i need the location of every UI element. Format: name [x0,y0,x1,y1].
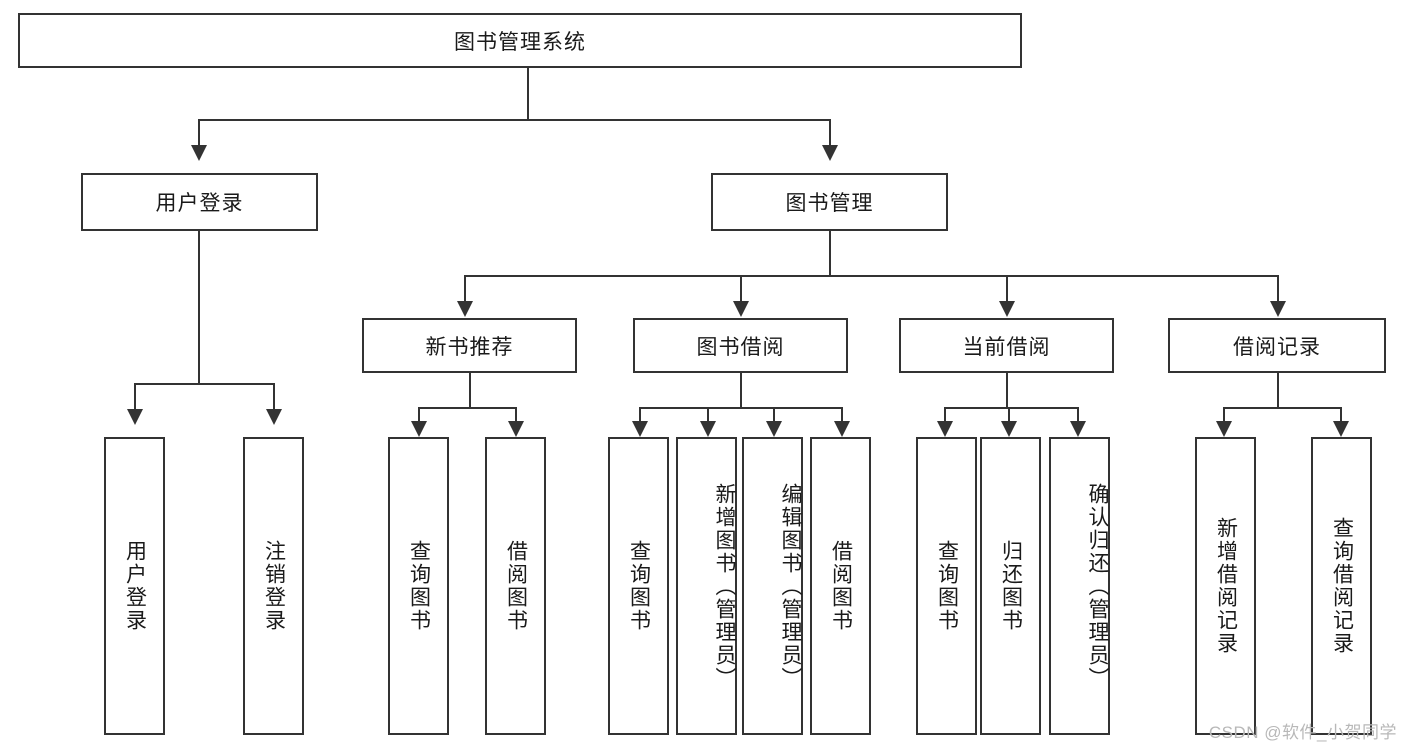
arrow-bb-leaf-4 [834,421,850,437]
node-label: 图书管理 [785,192,874,215]
node-label: 当前借阅 [962,335,1051,359]
edge-bm-to-current-borrow [1006,275,1008,303]
edge-cb-to-leaf-1 [944,407,946,425]
arrow-bb-leaf-1 [632,421,648,437]
node-borrow-record[interactable]: 借阅记录 [1168,318,1386,373]
edge-book-borrow-stem [740,373,742,407]
node-label: 借阅记录 [1233,335,1321,359]
edge-cb-to-leaf-3 [1077,407,1079,425]
node-book-borrow[interactable]: 图书借阅 [633,318,848,373]
edge-cb-to-leaf-2 [1008,407,1010,425]
arrow-bb-leaf-2 [700,421,716,437]
leaf-borrow-book-recommend[interactable]: 借阅图书 [485,437,546,735]
edge-root-to-book-management [829,119,831,147]
node-label: 编辑图书（管理员） [779,482,802,690]
leaf-edit-book-admin[interactable]: 编辑图书（管理员） [742,437,803,735]
arrow-to-user-login [191,145,207,161]
node-root-book-management-system[interactable]: 图书管理系统 [18,13,1022,68]
node-label: 确认归还（管理员） [1086,482,1109,690]
node-book-management[interactable]: 图书管理 [711,173,948,231]
edge-bb-to-leaf-2 [707,407,709,425]
leaf-query-borrow-record[interactable]: 查询借阅记录 [1311,437,1372,735]
node-label: 图书借阅 [696,335,785,359]
arrow-cb-leaf-1 [937,421,953,437]
edge-bb-to-leaf-1 [639,407,641,425]
node-new-book-recommend[interactable]: 新书推荐 [362,318,577,373]
arrow-nb-leaf-1 [411,421,427,437]
edge-user-login-bar [134,383,274,385]
arrow-br-leaf-2 [1333,421,1349,437]
edge-current-borrow-bar [944,407,1078,409]
edge-bm-to-borrow-record [1277,275,1279,303]
leaf-query-book-current[interactable]: 查询图书 [916,437,977,735]
edge-book-borrow-bar [639,407,842,409]
leaf-user-login[interactable]: 用户登录 [104,437,165,735]
node-label: 查询图书 [627,540,651,632]
arrow-cb-leaf-2 [1001,421,1017,437]
node-current-borrow[interactable]: 当前借阅 [899,318,1114,373]
arrow-to-leaf-user-login [127,409,143,425]
arrow-br-leaf-1 [1216,421,1232,437]
node-label: 用户登录 [123,540,147,632]
arrow-to-book-management [822,145,838,161]
edge-book-management-bar [464,275,1277,277]
edge-book-management-stem [829,231,831,275]
arrow-to-new-book-recommend [457,301,473,317]
edge-new-book-to-leaf-1 [418,407,420,425]
arrow-to-book-borrow [733,301,749,317]
node-label: 新书推荐 [425,335,514,359]
edge-new-book-to-leaf-2 [515,407,517,425]
arrow-to-current-borrow [999,301,1015,317]
edge-br-to-leaf-1 [1223,407,1225,425]
edge-current-borrow-stem [1006,373,1008,407]
leaf-query-book-borrow[interactable]: 查询图书 [608,437,669,735]
node-label: 新增借阅记录 [1214,517,1238,655]
arrow-nb-leaf-2 [508,421,524,437]
edge-root-bar [198,119,830,121]
arrow-to-leaf-logout [266,409,282,425]
node-label: 图书管理系统 [454,30,586,54]
node-label: 归还图书 [999,540,1023,632]
arrow-bb-leaf-3 [766,421,782,437]
node-label: 查询借阅记录 [1330,517,1354,655]
edge-root-stem [527,68,529,119]
node-label: 注销登录 [262,540,286,632]
leaf-confirm-return-admin[interactable]: 确认归还（管理员） [1049,437,1110,735]
edge-user-login-to-leaf-2 [273,383,275,411]
edge-user-login-to-leaf-1 [134,383,136,411]
arrow-cb-leaf-3 [1070,421,1086,437]
leaf-add-borrow-record[interactable]: 新增借阅记录 [1195,437,1256,735]
leaf-logout[interactable]: 注销登录 [243,437,304,735]
node-label: 用户登录 [155,192,244,215]
edge-bb-to-leaf-4 [841,407,843,425]
node-label: 新增图书（管理员） [713,482,736,690]
edge-br-to-leaf-2 [1340,407,1342,425]
node-label: 借阅图书 [829,540,853,632]
edge-new-book-bar [418,407,516,409]
leaf-borrow-book[interactable]: 借阅图书 [810,437,871,735]
edge-new-book-stem [469,373,471,407]
edge-bm-to-book-borrow [740,275,742,303]
node-label: 查询图书 [407,540,431,632]
node-label: 查询图书 [935,540,959,632]
edge-bm-to-new-book [464,275,466,303]
leaf-add-book-admin[interactable]: 新增图书（管理员） [676,437,737,735]
leaf-return-book[interactable]: 归还图书 [980,437,1041,735]
node-label: 借阅图书 [504,540,528,632]
edge-user-login-stem [198,231,200,383]
node-user-login[interactable]: 用户登录 [81,173,318,231]
leaf-query-book-recommend[interactable]: 查询图书 [388,437,449,735]
edge-bb-to-leaf-3 [773,407,775,425]
edge-borrow-record-bar [1223,407,1341,409]
edge-root-to-user-login [198,119,200,147]
edge-borrow-record-stem [1277,373,1279,407]
arrow-to-borrow-record [1270,301,1286,317]
